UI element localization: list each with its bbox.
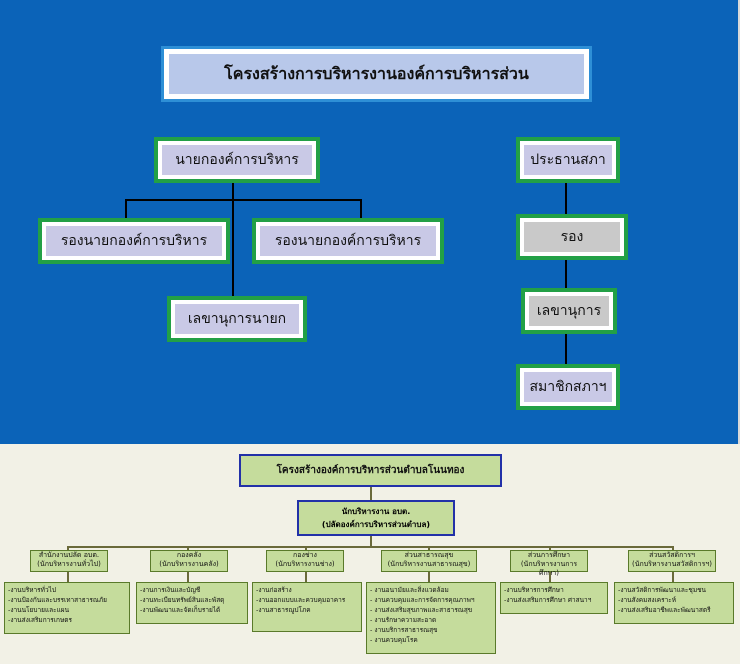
list-item: -งานสังคมสงเคราะห์ <box>618 596 677 604</box>
list-item: - งานส่งเสริมสุขภาพและสาธารณสุข <box>370 606 473 614</box>
deputy-right-label: รองนายกองค์การบริหาร <box>260 226 436 256</box>
list-item: -งานการเงินและบัญชี <box>140 586 201 594</box>
connector-tasks-3 <box>305 572 307 582</box>
dept-name: ส่วนการศึกษา <box>527 551 571 559</box>
chief-subtitle: (ปลัดองค์การบริหารส่วนตำบล) <box>321 520 431 529</box>
connector-deputy-left <box>125 199 127 219</box>
dept-name: ส่วนสาธารณสุข <box>404 551 454 559</box>
list-item: - งานอนามัยและสิ่งแวดล้อม <box>370 586 449 594</box>
connector-chief-down <box>370 536 372 548</box>
dept-engineering-tasks: -งานก่อสร้าง -งานออกแบบและควบคุมอาคาร -ง… <box>252 582 362 632</box>
connector-tasks-5 <box>549 572 551 582</box>
list-item: -งานออกแบบและควบคุมอาคาร <box>256 596 346 604</box>
chief-administrator-box: นักบริหารงาน อบต. (ปลัดองค์การบริหารส่วน… <box>297 500 455 536</box>
list-item: -งานส่งเสริมอาชีพและพัฒนาสตรี <box>618 606 711 614</box>
council-vice-box: รอง <box>516 214 628 260</box>
list-item: -งานสวัสดิการพัฒนาและชุมชน <box>618 586 706 594</box>
list-item: - งานควบคุมและการจัดการคุณภาพฯ <box>370 596 475 604</box>
top-title-box: โครงสร้างการบริหารงานองค์การบริหารส่วน <box>161 46 592 102</box>
connector-head-down <box>232 182 234 302</box>
secretary-box: เลขานุการนายก <box>167 296 307 342</box>
dept-office-box: สำนักงานปลัด อบต. (นักบริหารงานทั่วไป) <box>30 550 108 572</box>
dept-office-tasks: -งานบริหารทั่วไป -งานป้องกันและบรรเทาสาธ… <box>4 582 130 634</box>
dept-sub: (นักบริหารงานช่าง) <box>275 560 335 568</box>
dept-sub: (นักบริหารงานสวัสดิการฯ) <box>631 560 712 568</box>
list-item: -งานสาธารณูปโภค <box>256 606 311 614</box>
dept-name: ส่วนสวัสดิการฯ <box>649 551 695 559</box>
list-item: - งานควบคุมโรค <box>370 636 418 644</box>
council-secretary-label: เลขานุการ <box>529 296 609 326</box>
connector-tasks-6 <box>672 572 674 582</box>
connector-tasks-2 <box>187 572 189 582</box>
executive-structure-panel: โครงสร้างการบริหารงานองค์การบริหารส่วน น… <box>0 0 740 444</box>
list-item: -งานพัฒนาและจัดเก็บรายได้ <box>140 606 221 614</box>
connector-dept-3 <box>305 546 307 551</box>
deputy-right-box: รองนายกองค์การบริหาร <box>252 218 444 264</box>
deputy-left-label: รองนายกองค์การบริหาร <box>46 226 222 256</box>
dept-finance-tasks: -งานการเงินและบัญชี -งานทะเบียนทรัพย์สิน… <box>136 582 248 624</box>
list-item: -งานส่งเสริมการเกษตร <box>8 616 72 624</box>
dept-name: สำนักงานปลัด อบต. <box>38 551 100 559</box>
dept-engineering-box: กองช่าง (นักบริหารงานช่าง) <box>266 550 344 572</box>
council-chair-label: ประธานสภา <box>524 145 612 175</box>
dept-name: กองคลัง <box>176 551 202 559</box>
executive-head-box: นายกองค์การบริหาร <box>154 137 320 183</box>
council-members-label: สมาชิกสภาฯ <box>524 372 612 402</box>
connector-deputies-bar <box>125 199 362 201</box>
deputy-left-box: รองนายกองค์การบริหาร <box>38 218 230 264</box>
bottom-title: โครงสร้างองค์การบริหารส่วนตำบลโนนทอง <box>239 454 502 487</box>
list-item: -งานบริหารทั่วไป <box>8 586 56 594</box>
connector-tasks-1 <box>67 572 69 582</box>
connector-tasks-4 <box>428 572 430 582</box>
secretary-label: เลขานุการนายก <box>175 304 299 334</box>
dept-finance-box: กองคลัง (นักบริหารงานคลัง) <box>150 550 228 572</box>
dept-sub: (นักบริหารงานสาธารณสุข) <box>387 560 471 568</box>
dept-education-box: ส่วนการศึกษา (นักบริหารงานการศึกษา) <box>510 550 588 577</box>
executive-head-label: นายกองค์การบริหาร <box>162 145 312 175</box>
chief-title: นักบริหารงาน อบต. <box>341 507 411 516</box>
dept-health-tasks: - งานอนามัยและสิ่งแวดล้อม - งานควบคุมและ… <box>366 582 496 654</box>
council-chair-box: ประธานสภา <box>516 137 620 183</box>
list-item: - งานบริการสาธารณสุข <box>370 626 438 634</box>
connector-dept-4 <box>428 546 430 551</box>
list-item: -งานก่อสร้าง <box>256 586 292 594</box>
dept-education-tasks: -งานบริหารการศึกษา -งานส่งเสริมการศึกษา … <box>500 582 608 614</box>
connector-dept-6 <box>672 546 674 551</box>
dept-health-box: ส่วนสาธารณสุข (นักบริหารงานสาธารณสุข) <box>381 550 477 572</box>
dept-welfare-box: ส่วนสวัสดิการฯ (นักบริหารงานสวัสดิการฯ) <box>628 550 716 572</box>
list-item: -งานป้องกันและบรรเทาสาธารณภัย <box>8 596 107 604</box>
council-secretary-box: เลขานุการ <box>521 288 617 334</box>
top-title: โครงสร้างการบริหารงานองค์การบริหารส่วน <box>169 54 584 94</box>
connector-dept-2 <box>187 546 189 551</box>
council-vice-label: รอง <box>524 222 620 252</box>
connector-departments-bar <box>67 546 673 548</box>
connector-dept-1 <box>67 546 69 551</box>
council-members-box: สมาชิกสภาฯ <box>516 364 620 410</box>
connector-deputy-right <box>360 199 362 219</box>
dept-sub: (นักบริหารงานทั่วไป) <box>37 560 101 568</box>
connector-dept-5 <box>549 546 551 551</box>
list-item: -งานทะเบียนทรัพย์สินและพัสดุ <box>140 596 225 604</box>
list-item: -งานส่งเสริมการศึกษา ศาสนาฯ <box>504 596 592 604</box>
dept-sub: (นักบริหารงานคลัง) <box>159 560 219 568</box>
list-item: - งานรักษาความสะอาด <box>370 616 437 624</box>
connector-title-chief <box>370 487 372 500</box>
council-connector <box>565 180 567 370</box>
dept-name: กองช่าง <box>293 551 317 559</box>
dept-welfare-tasks: -งานสวัสดิการพัฒนาและชุมชน -งานสังคมสงเค… <box>614 582 734 624</box>
list-item: -งานนโยบายและแผน <box>8 606 70 614</box>
list-item: -งานบริหารการศึกษา <box>504 586 564 594</box>
